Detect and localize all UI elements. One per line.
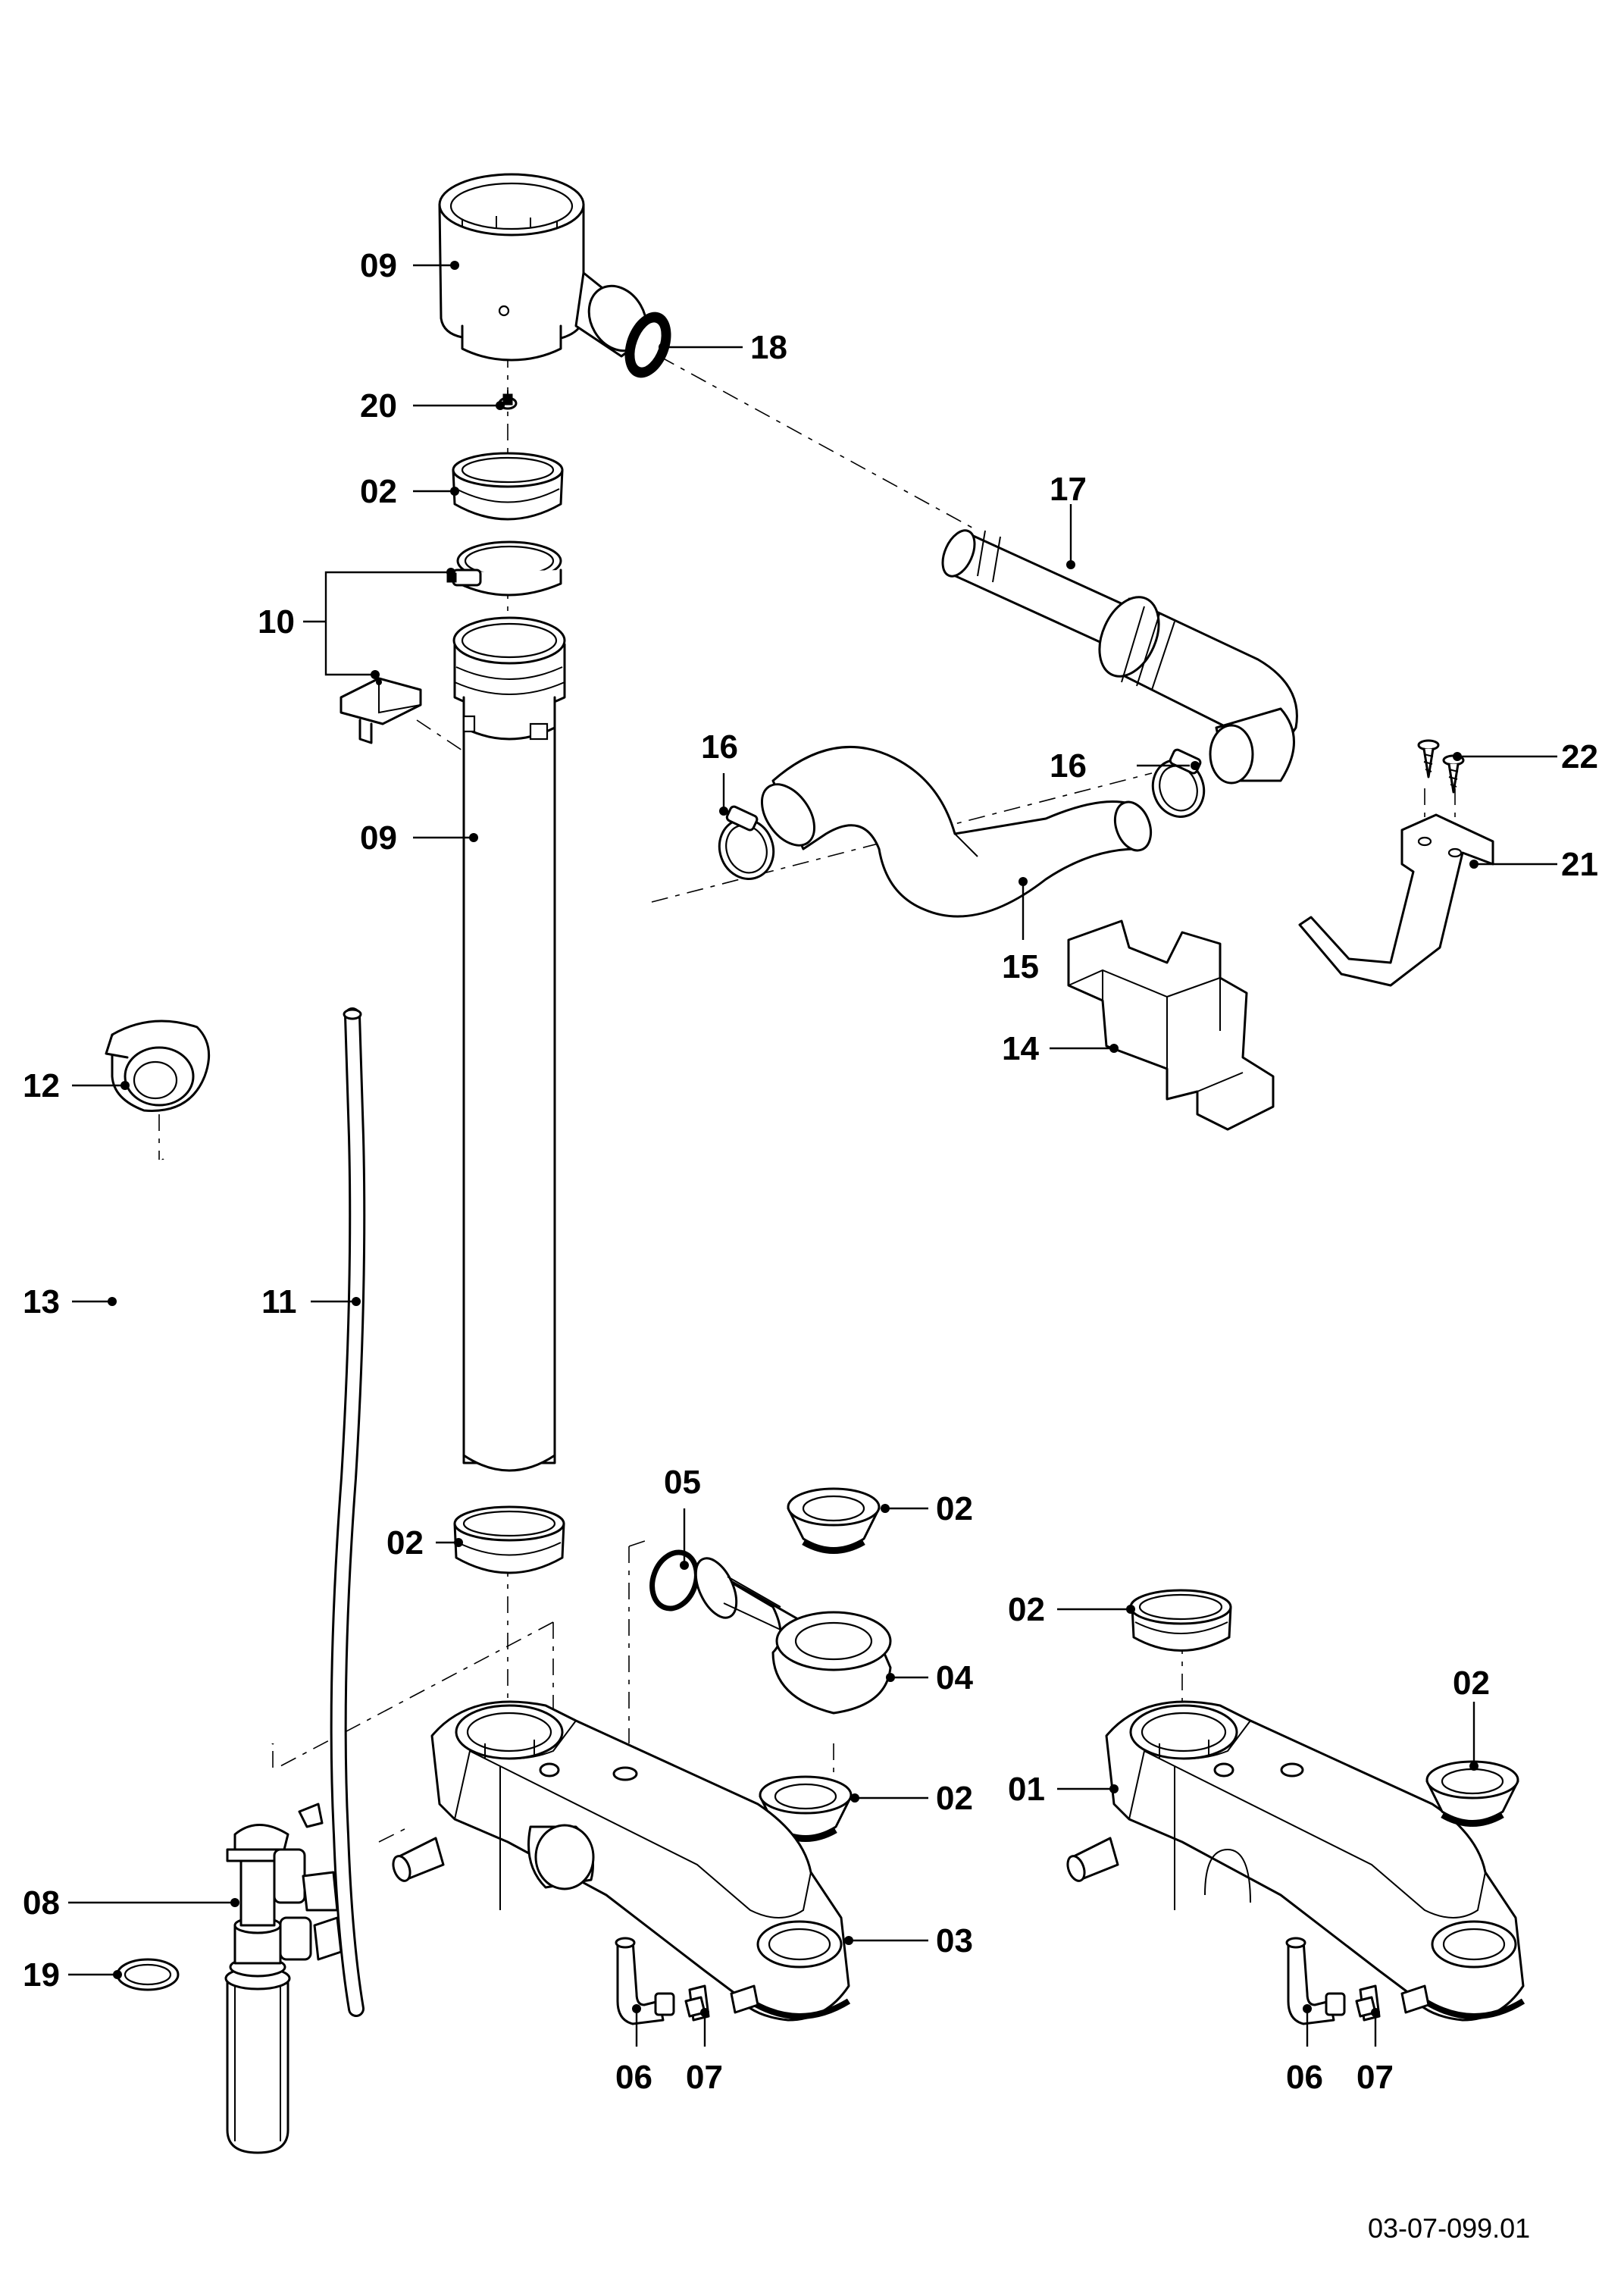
label-02-cup-mid: 02: [936, 1780, 973, 1817]
part-07-clip-right: [1355, 1984, 1430, 2022]
part-17-elbow-pipe: [941, 529, 1298, 785]
label-14: 14: [1002, 1030, 1039, 1067]
part-11-hose: [330, 1007, 366, 2017]
part-09-tube: [452, 616, 566, 1472]
label-21: 21: [1561, 846, 1598, 883]
label-08: 08: [23, 1884, 60, 1922]
part-21-bracket: [1298, 813, 1494, 987]
part-02-cup-upper: [787, 1487, 881, 1554]
label-12: 12: [23, 1067, 60, 1104]
part-10-bracket: [340, 677, 422, 744]
part-01-base-body: [1066, 1700, 1525, 2022]
part-02-ring-top: [452, 452, 564, 521]
label-02-cup-right: 02: [1453, 1665, 1490, 1702]
part-06-elbow-fitting-right: [1285, 1937, 1346, 2025]
assembly-axes: [158, 315, 1471, 1843]
label-02-ring-right: 02: [1008, 1591, 1045, 1628]
part-10-clamp: [446, 540, 562, 597]
label-07-right: 07: [1356, 2059, 1394, 2096]
part-19-washer: [116, 1958, 180, 1991]
label-20: 20: [360, 387, 397, 424]
part-08-siphon: [224, 1803, 343, 2154]
part-02-cup-right: [1425, 1760, 1519, 1827]
label-02-ring-mid: 02: [386, 1524, 424, 1561]
label-05: 05: [664, 1464, 701, 1501]
label-11: 11: [261, 1283, 297, 1320]
part-02-ring-right: [1129, 1589, 1232, 1652]
label-13: 13: [23, 1283, 60, 1320]
label-06-left: 06: [615, 2059, 652, 2096]
part-03-base-body: [392, 1700, 851, 2022]
label-02-ring-top: 02: [360, 473, 397, 510]
label-18: 18: [750, 329, 787, 366]
label-02-cup-upper: 02: [936, 1490, 973, 1527]
part-13-bent-rod: [115, 1158, 276, 1745]
label-22: 22: [1561, 738, 1598, 775]
label-16-right: 16: [1050, 747, 1087, 785]
part-22-screws: [1417, 739, 1465, 794]
label-03: 03: [936, 1922, 973, 1959]
part-06-elbow-fitting-left: [615, 1937, 675, 2025]
part-16-clamp-left: [718, 805, 775, 880]
label-15: 15: [1002, 948, 1039, 985]
label-07-left: 07: [686, 2059, 723, 2096]
part-04-elbow-connector: [694, 1557, 892, 1715]
label-16-left: 16: [701, 728, 738, 766]
label-09-funnel: 09: [360, 247, 397, 284]
leader-lines: [68, 261, 1557, 2047]
part-14-support-block: [1067, 919, 1275, 1131]
label-01: 01: [1008, 1771, 1045, 1808]
label-04: 04: [936, 1659, 973, 1696]
label-09-tube: 09: [360, 819, 397, 857]
callout-labels: 09 18 20 02 10 09 17 16 16 22 21 15 14 1…: [23, 247, 1598, 2244]
part-02-ring-mid: [453, 1505, 565, 1574]
part-15-hose: [760, 745, 1153, 918]
part-07-clip-left: [684, 1984, 759, 2022]
label-17: 17: [1050, 471, 1087, 508]
part-09-funnel-head: [438, 173, 653, 362]
part-12-cap: [105, 1020, 211, 1112]
part-16-clamp-right: [1151, 748, 1206, 818]
label-06-right: 06: [1286, 2059, 1323, 2096]
part-18-seal-ring: [624, 312, 671, 378]
drawing-reference: 03-07-099.01: [1368, 2213, 1530, 2244]
label-19: 19: [23, 1956, 60, 1994]
label-10: 10: [258, 603, 295, 641]
